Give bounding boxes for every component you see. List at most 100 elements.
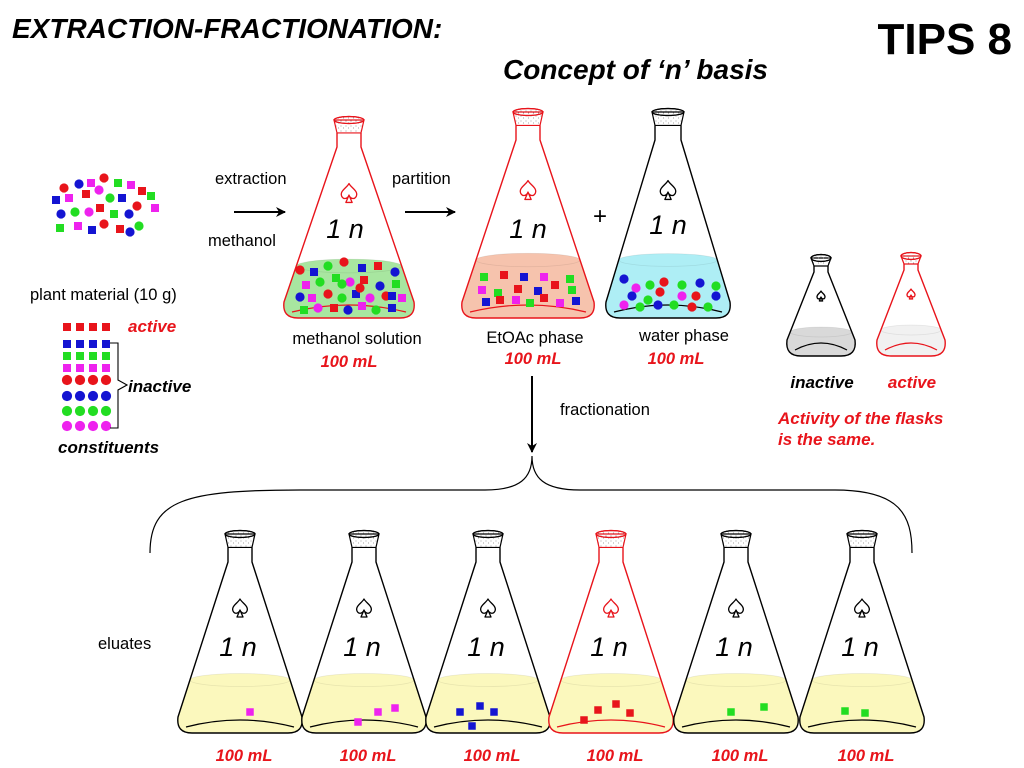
constituent-circle (295, 292, 305, 302)
inactive-reference-flask (786, 253, 856, 357)
ground-glass-stopper (900, 251, 922, 265)
flask-body (876, 264, 946, 357)
constituent-circle (87, 405, 99, 417)
constituent-square (114, 179, 122, 187)
constituent-square (127, 181, 135, 189)
activity-note-line-2: is the same. (778, 430, 875, 449)
tips-number: TIPS 8 (878, 15, 1013, 64)
constituent-square (102, 364, 110, 372)
ground-glass-stopper (224, 529, 256, 549)
flask-base-curve (794, 342, 848, 351)
constituent-square (89, 352, 97, 360)
constituent-square (354, 718, 362, 726)
flask-base-curve (556, 719, 666, 728)
constituent-square (102, 340, 110, 348)
constituent-square (520, 273, 528, 281)
constituent-square (310, 268, 318, 276)
spade-icon (603, 598, 619, 618)
constituent-circle (703, 302, 713, 312)
constituent-circle (677, 291, 687, 301)
flask-base-curve (884, 342, 938, 351)
constituent-square (147, 192, 155, 200)
ground-glass-stopper (651, 107, 685, 127)
constituent-square (374, 708, 382, 716)
constituent-square (76, 340, 84, 348)
eluates-label: eluates (98, 635, 151, 653)
flask-n-label: 1 n (219, 632, 257, 662)
constituent-circle (337, 293, 347, 303)
constituent-circle (659, 277, 669, 287)
constituent-circle (70, 207, 80, 217)
constituent-square (476, 702, 484, 710)
constituent-circle (345, 277, 355, 287)
flask-n-label: 1 n (326, 214, 364, 244)
eluate-volume: 100 mL (587, 747, 644, 765)
constituent-circle (695, 278, 705, 288)
flask-body (461, 125, 595, 319)
constituent-square (63, 352, 71, 360)
constituent-square (388, 292, 396, 300)
ground-glass-stopper (846, 529, 878, 549)
constituent-square (841, 707, 849, 715)
constituent-square (526, 299, 534, 307)
constituent-circle (339, 257, 349, 267)
constituent-square (302, 281, 310, 289)
constituent-square (89, 323, 97, 331)
etoac-phase-flask: 1 n (461, 107, 595, 319)
constituent-square (566, 275, 574, 283)
constituent-circle (74, 405, 86, 417)
constituent-square (89, 340, 97, 348)
etoac-phase-label: EtOAc phase (486, 329, 583, 347)
methanol-solution-volume: 100 mL (321, 353, 378, 371)
constituent-square (480, 273, 488, 281)
constituent-square (512, 296, 520, 304)
constituent-square (116, 225, 124, 233)
flask-base-curve (309, 719, 419, 728)
water-phase-volume: 100 mL (648, 350, 705, 368)
constituent-circle (61, 374, 73, 386)
fractionation-label: fractionation (560, 401, 650, 419)
constituent-square (514, 285, 522, 293)
constituent-square (626, 709, 634, 717)
constituent-square (398, 294, 406, 302)
constituent-circle (677, 280, 687, 290)
constituent-square (358, 264, 366, 272)
flask-liquid (799, 680, 925, 733)
constituent-circle (61, 405, 73, 417)
flask-n-label: 1 n (509, 214, 547, 244)
constituent-square (392, 280, 400, 288)
flask-n-label: 1 n (715, 632, 753, 662)
constituent-circle (56, 209, 66, 219)
constituent-circle (643, 295, 653, 305)
constituent-circle (653, 300, 663, 310)
spade-icon (232, 598, 248, 618)
constituent-circle (100, 405, 112, 417)
methanol-solution-label: methanol solution (292, 330, 421, 348)
constituent-square (308, 294, 316, 302)
plant-material-label: plant material (10 g) (30, 286, 177, 304)
flask-base-curve (433, 719, 543, 728)
constituent-square (96, 204, 104, 212)
constituent-square (360, 276, 368, 284)
legend-inactive-label: inactive (128, 377, 191, 396)
constituent-square (540, 273, 548, 281)
constituent-square (861, 709, 869, 717)
flask-body (283, 132, 415, 319)
flask-body (605, 125, 731, 319)
constituent-circle (635, 302, 645, 312)
constituent-square (63, 340, 71, 348)
diagram-title: EXTRACTION-FRACTIONATION: (12, 13, 442, 44)
spade-icon (356, 598, 372, 618)
flask-liquid (425, 680, 551, 733)
constituent-square (138, 187, 146, 195)
constituent-circle (337, 279, 347, 289)
constituent-square (468, 722, 476, 730)
legend-constituents-label: constituents (58, 438, 159, 457)
constituent-circle (627, 291, 637, 301)
constituents-legend (61, 323, 112, 432)
flask-body (673, 547, 799, 734)
spade-icon (854, 598, 870, 618)
